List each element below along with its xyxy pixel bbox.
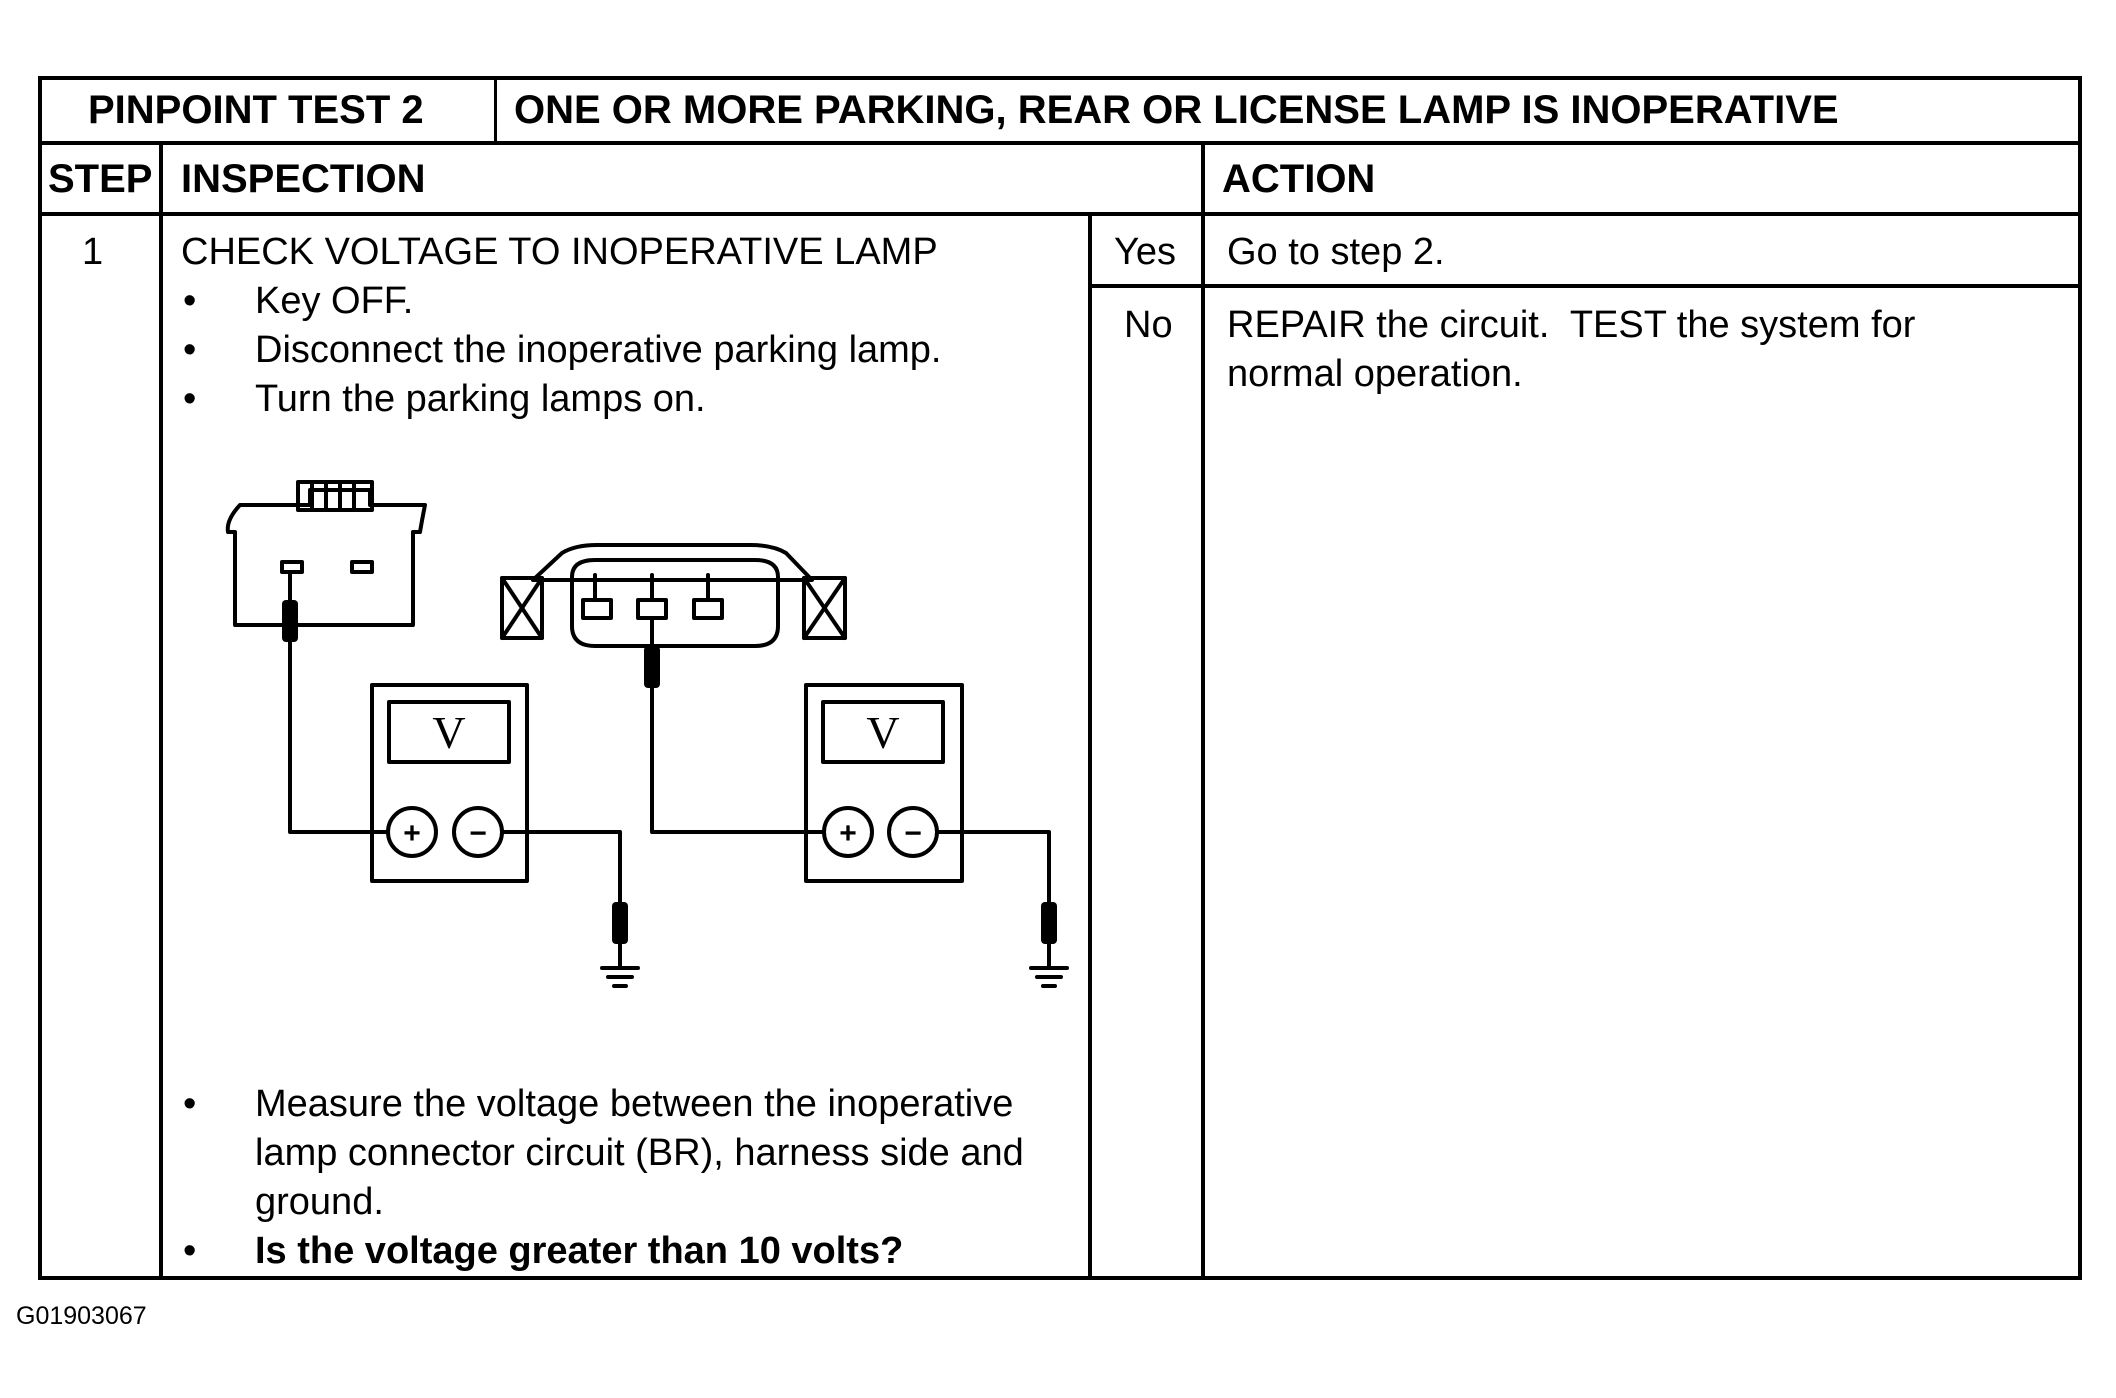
lamp-connector-icon — [225, 480, 427, 627]
bullet-question: Is the voltage greater than 10 volts? — [255, 1230, 904, 1272]
figure-code: G01903067 — [16, 1302, 147, 1330]
voltmeter-left-symbol: V — [432, 707, 465, 758]
column-header-action: ACTION — [1222, 157, 1376, 201]
step-heading: CHECK VOLTAGE TO INOPERATIVE LAMP — [181, 231, 938, 273]
answer-column-divider — [1088, 212, 1092, 1280]
probe-tip-icon — [1041, 902, 1057, 944]
bullet-text: Key OFF. — [255, 280, 414, 322]
probe-tip-icon — [644, 646, 660, 688]
step-number: 1 — [82, 231, 104, 273]
action-column-divider — [1201, 141, 1205, 1280]
table-border-left — [38, 76, 42, 1280]
bullet-text: Disconnect the inoperative parking lamp. — [255, 329, 942, 371]
table-border-top — [38, 76, 2082, 80]
answer-no: No — [1124, 304, 1173, 346]
action-no: REPAIR the circuit. TEST the system for … — [1227, 304, 1926, 395]
ground-symbol-right-icon — [1029, 938, 1069, 988]
test-title: ONE OR MORE PARKING, REAR OR LICENSE LAM… — [514, 88, 1839, 132]
step-column-divider — [159, 141, 163, 1280]
bullet-text: Turn the parking lamps on. — [255, 378, 706, 420]
voltmeter-right-symbol: V — [866, 707, 899, 758]
bullet-text: Measure the voltage between the inoperat… — [255, 1083, 1024, 1223]
ground-symbol-left-icon — [600, 938, 640, 988]
plus-terminal-left: + — [403, 817, 421, 850]
probe-tip-icon — [612, 902, 628, 944]
table-border-bottom — [38, 1276, 2082, 1280]
column-header-step: STEP — [48, 157, 153, 201]
probe-tip-icon — [282, 600, 298, 642]
harness-connector-icon — [500, 543, 847, 648]
minus-terminal-right: − — [904, 817, 922, 850]
bullet-dot: • — [183, 329, 197, 371]
header-row-divider — [38, 212, 2082, 216]
bullet-dot: • — [183, 1083, 197, 1125]
minus-terminal-left: − — [469, 817, 487, 850]
test-label: PINPOINT TEST 2 — [88, 88, 424, 132]
plus-terminal-right: + — [839, 817, 857, 850]
bullet-item: • Measure the voltage between the inoper… — [183, 1080, 1073, 1230]
yes-no-divider — [1090, 284, 2082, 288]
table-border-right — [2078, 76, 2082, 1280]
bullet-dot: • — [183, 1230, 197, 1272]
title-row-divider — [38, 141, 2082, 145]
action-yes: Go to step 2. — [1227, 231, 1445, 273]
voltage-test-diagram: V V + − + − — [225, 480, 1069, 988]
bullet-dot: • — [183, 280, 197, 322]
answer-yes: Yes — [1114, 231, 1176, 273]
title-label-divider — [494, 76, 497, 144]
bullet-dot: • — [183, 378, 197, 420]
column-header-inspection: INSPECTION — [181, 157, 426, 201]
